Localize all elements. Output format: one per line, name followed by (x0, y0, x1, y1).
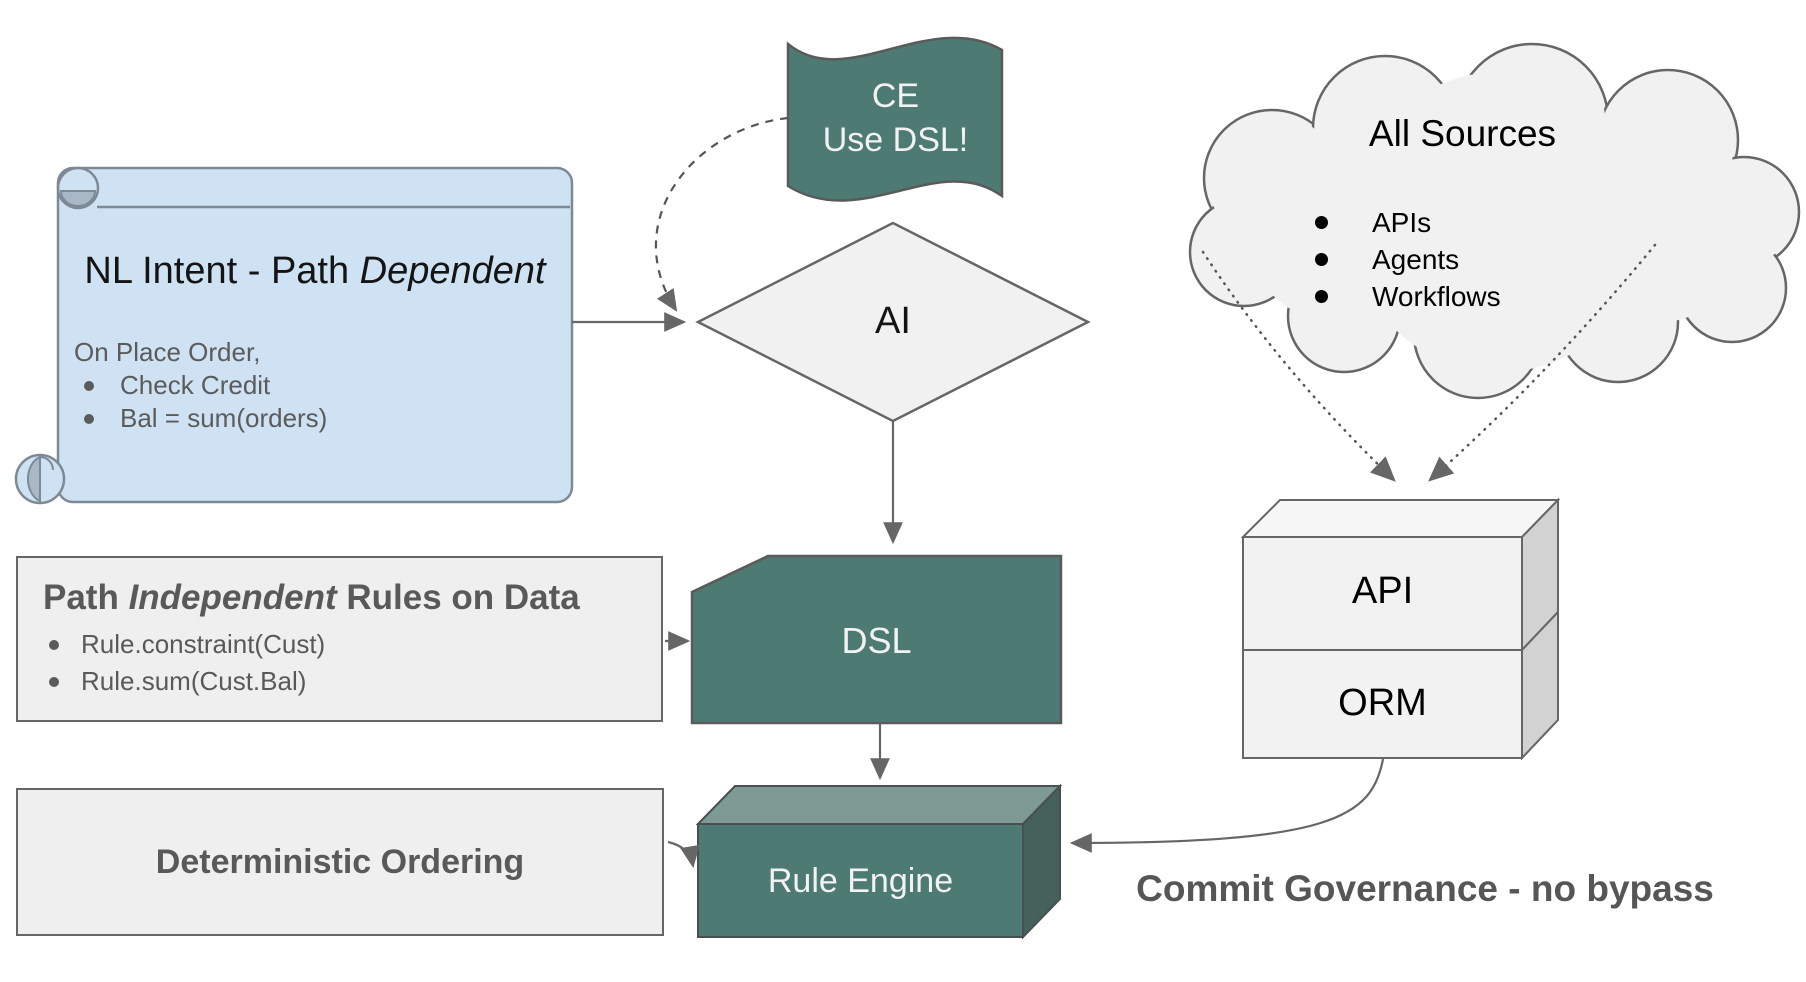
ai-diamond-label: AI (875, 300, 911, 342)
list-item: Agents (1307, 241, 1501, 278)
bullet-dot (49, 639, 59, 650)
bullet-text: Workflows (1372, 281, 1501, 312)
list-item: Workflows (1307, 278, 1501, 315)
rule-engine-label: Rule Engine (767, 862, 954, 900)
rules-bullet-list: Rule.constraint(Cust) Rule.sum(Cust.Bal) (43, 626, 661, 700)
scroll-title-italic: Dependent (359, 250, 546, 292)
rules-box: Path Independent Rules on Data Rule.cons… (16, 556, 663, 722)
bullet-dot (84, 413, 94, 424)
flag-shape (786, 36, 1004, 202)
bullet-dot (1315, 290, 1328, 303)
ordering-box-label: Deterministic Ordering (155, 842, 525, 881)
list-item: Rule.constraint(Cust) (43, 626, 661, 663)
list-item: Bal = sum(orders) (74, 402, 327, 435)
bullet-dot (1315, 253, 1328, 266)
list-item: APIs (1307, 204, 1501, 241)
orm-box-label: ORM (1338, 682, 1427, 724)
cloud-shape-fill (1193, 47, 1796, 395)
scroll-title: NL Intent - Path Dependent (58, 248, 572, 294)
dsl-card-label: DSL (841, 620, 912, 661)
bullet-dot (84, 380, 94, 391)
arrow-ordering-to-rule-engine (667, 840, 700, 869)
ordering-box: Deterministic Ordering (16, 788, 664, 936)
flag-text-line2: Use DSL! (822, 121, 969, 159)
bullet-text: Rule.sum(Cust.Bal) (81, 666, 307, 696)
orm-box-front (1242, 649, 1523, 759)
flag-text-line1: CE (871, 77, 920, 115)
dsl-card-shape (690, 554, 1063, 725)
rules-box-title: Path Independent Rules on Data (43, 578, 661, 618)
rule-engine-box-shape (695, 783, 1063, 940)
scroll-shape (14, 166, 574, 505)
scroll-title-prefix: NL Intent - Path (84, 250, 360, 292)
scroll-intro-line: On Place Order, (74, 337, 261, 367)
bullet-text: APIs (1372, 207, 1432, 238)
bullet-text: Agents (1372, 244, 1460, 275)
bullet-text: Rule.constraint(Cust) (81, 629, 326, 659)
commit-governance-caption: Commit Governance - no bypass (1136, 868, 1714, 909)
list-item: Check Credit (74, 369, 327, 402)
api-box-front (1242, 536, 1523, 651)
rules-title-prefix: Path (43, 578, 129, 617)
rules-title-suffix: Rules on Data (336, 578, 580, 617)
bullet-dot (1315, 216, 1328, 229)
cloud-title: All Sources (1368, 113, 1557, 154)
api-orm-stack-shape (1240, 497, 1561, 761)
dashed-arrow-flag-to-ai (654, 116, 789, 312)
bullet-text: Check Credit (120, 370, 271, 400)
dotted-arrow-cloud-left (1201, 250, 1396, 482)
list-item: Rule.sum(Cust.Bal) (43, 663, 661, 700)
bullet-text: Bal = sum(orders) (120, 403, 328, 433)
bullet-dot (49, 676, 59, 687)
ai-diamond-shape (695, 221, 1091, 423)
curve-orm-to-rule-engine (1069, 758, 1385, 853)
rules-title-italic: Independent (128, 578, 337, 617)
api-box-label: API (1351, 570, 1414, 612)
